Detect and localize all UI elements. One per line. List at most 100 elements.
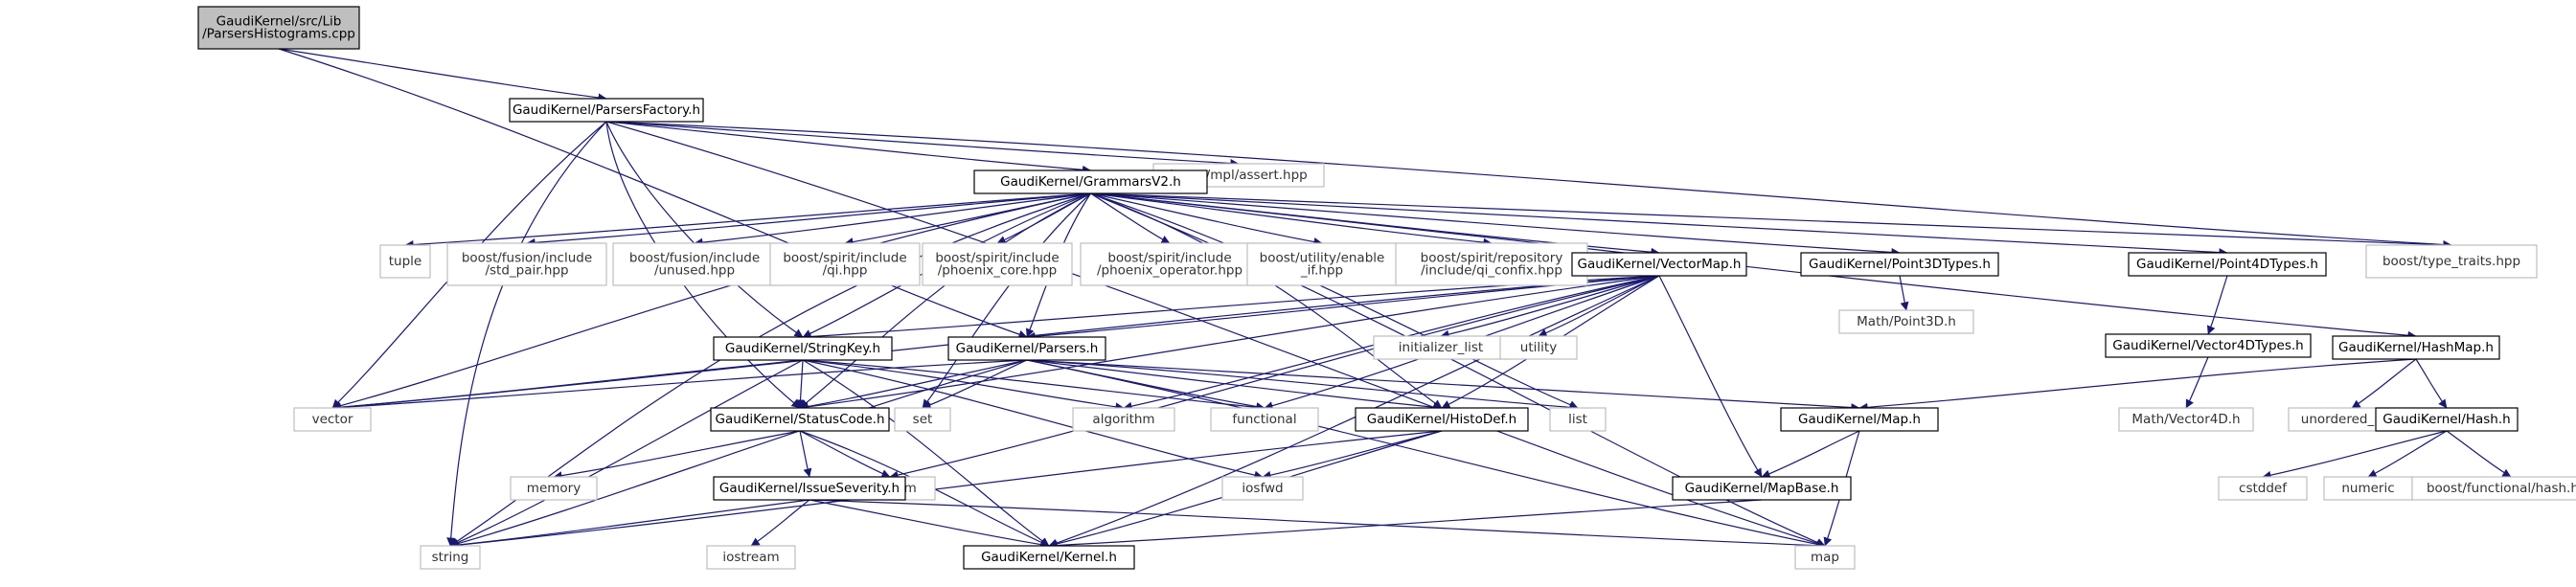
node-label: GaudiKernel/HistoDef.h (1367, 412, 1516, 427)
node-label: GaudiKernel/Point4DTypes.h (2136, 257, 2318, 272)
edge-root-to-parsers (278, 48, 1028, 339)
node-vector4d-types[interactable]: GaudiKernel/Vector4DTypes.h (2105, 333, 2312, 358)
node-label: /unused.hpp (654, 262, 735, 278)
node-label: GaudiKernel/Map.h (1798, 412, 1921, 427)
edge-parsers-factory-to-string-key (605, 121, 804, 338)
edge-vector4d-types-to-math-vector4d (2185, 356, 2209, 409)
node-box (2365, 244, 2538, 279)
edge-parsers-factory-to-type-traits (605, 121, 2452, 249)
node-phoenix-operator: boost/spirit/include/phoenix_operator.hp… (1080, 242, 1260, 286)
edge-issue-severity-to-kernel (809, 499, 1050, 550)
edge-vector-map-to-map-base (1658, 275, 1763, 478)
node-box (2375, 407, 2519, 432)
node-box (510, 476, 598, 501)
node-hash-map[interactable]: GaudiKernel/HashMap.h (2332, 335, 2500, 360)
node-box (2218, 476, 2308, 501)
node-label: numeric (2341, 481, 2394, 496)
edge-vector-map-to-status-code (799, 275, 1660, 412)
edge-parsers-factory-to-string (446, 121, 607, 547)
edge-status-code-to-memory (553, 430, 801, 481)
edge-parsers-to-set (922, 359, 1028, 410)
node-label: GaudiKernel/GrammarsV2.h (1000, 174, 1181, 190)
node-memory: memory (510, 476, 598, 501)
node-label: utility (1520, 340, 1557, 355)
edge-string-key-to-algorithm (802, 359, 1125, 412)
node-map: map (1794, 545, 1856, 570)
node-box (420, 545, 481, 570)
node-box (1355, 407, 1529, 432)
node-status-code[interactable]: GaudiKernel/StatusCode.h (710, 407, 890, 432)
node-label: functional (1232, 412, 1296, 427)
edge-point4d-types-to-vector4d-types (2206, 275, 2228, 335)
node-box (293, 407, 372, 432)
node-box (379, 244, 431, 279)
node-fusion-unused: boost/fusion/include/unused.hpp (612, 242, 777, 286)
node-utility: utility (1499, 335, 1578, 360)
node-vector-map[interactable]: GaudiKernel/VectorMap.h (1571, 252, 1747, 277)
node-box (2118, 407, 2254, 432)
node-parsers[interactable]: GaudiKernel/Parsers.h (947, 336, 1106, 361)
node-fusion-std-pair: boost/fusion/include/std_pair.hpp (446, 242, 607, 286)
node-box (947, 336, 1106, 361)
node-cstddef: cstddef (2218, 476, 2308, 501)
edge-string-key-to-string (449, 359, 804, 547)
node-label: boost/functional/hash.hpp (2427, 481, 2576, 496)
node-label: algorithm (1092, 412, 1154, 427)
node-kernel[interactable]: GaudiKernel/Kernel.h (963, 545, 1135, 570)
edge-status-code-to-kernel (799, 430, 1050, 547)
node-root[interactable]: GaudiKernel/src/Lib/ParsersHistograms.cp… (197, 6, 360, 50)
node-label: /qi.hpp (823, 262, 868, 278)
edge-hash-map-to-gaudi-map (1858, 358, 2417, 412)
node-spirit-qi: boost/spirit/include/qi.hpp (769, 242, 921, 286)
node-label: boost/type_traits.hpp (2382, 254, 2520, 269)
node-label: string (432, 550, 469, 565)
node-functional-hash: boost/functional/hash.hpp (2411, 476, 2576, 501)
edge-root-to-parsers-factory (278, 48, 607, 102)
edge-grammars-v2-to-point3d-types (1090, 192, 1901, 257)
node-label: memory (527, 481, 581, 496)
edge-parsers-factory-to-map (605, 121, 1826, 548)
node-box (713, 476, 906, 501)
node-label: /std_pair.hpp (485, 262, 568, 278)
node-map-base[interactable]: GaudiKernel/MapBase.h (1672, 476, 1852, 501)
node-box (1571, 252, 1747, 277)
node-point4d-types[interactable]: GaudiKernel/Point4DTypes.h (2128, 252, 2327, 277)
node-label: GaudiKernel/Vector4DTypes.h (2112, 338, 2303, 353)
node-label: initializer_list (1399, 340, 1483, 355)
edge-grammars-v2-to-fusion-std-pair (526, 192, 1091, 247)
edge-issue-severity-to-string (449, 499, 810, 550)
node-label: tuple (389, 254, 422, 269)
node-point3d-types[interactable]: GaudiKernel/Point3DTypes.h (1800, 252, 1999, 277)
node-label: GaudiKernel/Hash.h (2382, 412, 2510, 427)
node-label: list (1568, 412, 1587, 427)
node-numeric: numeric (2323, 476, 2413, 501)
node-box (509, 98, 704, 123)
edge-issue-severity-to-map (809, 499, 1826, 551)
edge-vector-map-to-initializer-list (1440, 275, 1660, 339)
edge-string-key-to-status-code (796, 359, 806, 409)
node-string-key[interactable]: GaudiKernel/StringKey.h (713, 336, 893, 361)
node-algorithm: algorithm (1072, 407, 1175, 432)
node-box (2332, 335, 2500, 360)
edge-status-code-to-issue-severity (799, 430, 812, 478)
node-type-traits: boost/type_traits.hpp (2365, 244, 2538, 279)
node-box (769, 242, 921, 286)
node-label: boost/spirit/repository (1421, 251, 1563, 266)
edge-parsers-factory-to-mpl-assert (605, 121, 1240, 169)
node-histo-def[interactable]: GaudiKernel/HistoDef.h (1355, 407, 1529, 432)
node-parsers-factory[interactable]: GaudiKernel/ParsersFactory.h (509, 98, 704, 123)
node-vector: vector (293, 407, 372, 432)
node-hash[interactable]: GaudiKernel/Hash.h (2375, 407, 2519, 432)
edge-grammars-v2-to-fusion-unused (694, 192, 1091, 247)
node-gaudi-map[interactable]: GaudiKernel/Map.h (1780, 407, 1939, 432)
edge-grammars-v2-to-phoenix-operator (1090, 192, 1171, 244)
node-label: GaudiKernel/MapBase.h (1685, 481, 1839, 496)
node-label: GaudiKernel/StringKey.h (725, 341, 880, 356)
node-grammars-v2[interactable]: GaudiKernel/GrammarsV2.h (973, 169, 1208, 194)
node-label: Math/Point3D.h (1857, 314, 1956, 329)
edge-grammars-v2-to-list (1090, 192, 1579, 409)
node-issue-severity[interactable]: GaudiKernel/IssueSeverity.h (713, 476, 906, 501)
node-iosfwd: iosfwd (1221, 476, 1304, 501)
node-box (1499, 335, 1578, 360)
